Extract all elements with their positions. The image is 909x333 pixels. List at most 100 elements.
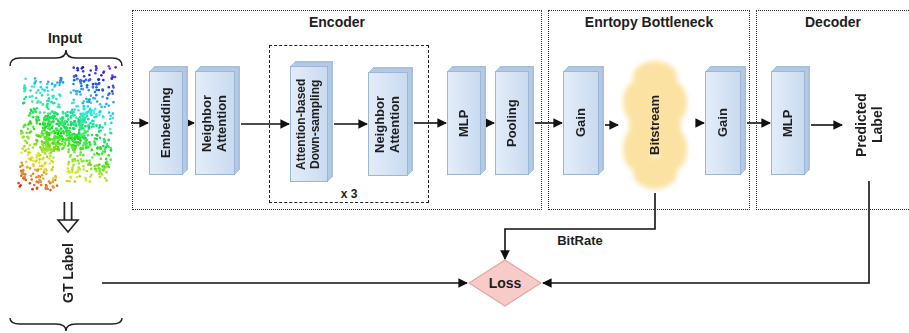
point xyxy=(22,135,25,138)
point xyxy=(82,154,85,157)
point xyxy=(52,166,55,169)
point xyxy=(35,159,38,162)
connector xyxy=(334,124,367,125)
point xyxy=(38,119,41,122)
point xyxy=(114,66,117,69)
point xyxy=(33,108,36,111)
point xyxy=(39,111,42,114)
point-cloud xyxy=(17,65,117,192)
point xyxy=(69,177,72,180)
point xyxy=(76,78,79,81)
group-title: Enrtopy Bottleneck xyxy=(549,14,749,30)
layer-block: Neighbor Attention xyxy=(195,71,235,175)
point xyxy=(92,83,95,86)
connector-line xyxy=(102,282,467,284)
point xyxy=(95,134,98,137)
point xyxy=(76,67,79,70)
point xyxy=(55,118,58,121)
point xyxy=(45,184,48,187)
point xyxy=(78,162,81,165)
point xyxy=(109,114,112,117)
connector-line xyxy=(414,122,446,124)
point xyxy=(87,105,90,108)
point xyxy=(99,157,102,160)
point xyxy=(20,161,23,164)
point xyxy=(39,146,42,149)
point xyxy=(107,146,110,149)
point xyxy=(82,70,85,73)
point xyxy=(102,145,105,148)
point xyxy=(112,101,115,104)
point xyxy=(98,78,101,81)
point xyxy=(81,133,84,136)
point xyxy=(78,168,81,171)
point xyxy=(73,79,76,82)
node-text: GT Label xyxy=(60,234,76,312)
point xyxy=(89,180,92,183)
point xyxy=(49,117,52,120)
point xyxy=(31,100,34,103)
point xyxy=(92,109,95,112)
point xyxy=(101,88,104,91)
point xyxy=(94,168,97,171)
point xyxy=(32,173,35,176)
point xyxy=(78,119,81,122)
point xyxy=(47,94,50,97)
point xyxy=(111,90,114,93)
point xyxy=(27,128,30,131)
loss-diamond: Loss xyxy=(468,259,542,307)
point xyxy=(54,179,57,182)
point xyxy=(90,125,93,128)
point xyxy=(42,103,45,106)
node-text: Bitstream xyxy=(648,70,663,180)
connector xyxy=(605,125,618,126)
point xyxy=(98,82,101,85)
point xyxy=(22,102,25,105)
point xyxy=(48,97,51,100)
point xyxy=(101,95,104,98)
point xyxy=(37,175,40,178)
point xyxy=(56,129,59,132)
connector xyxy=(747,123,770,124)
point xyxy=(44,115,47,118)
point xyxy=(102,79,105,82)
point xyxy=(52,180,55,183)
point xyxy=(41,140,44,143)
point xyxy=(72,98,75,101)
point xyxy=(64,121,67,124)
point xyxy=(76,176,79,179)
point xyxy=(114,76,117,79)
point xyxy=(28,144,31,147)
label-node: GT Label xyxy=(40,232,96,314)
point xyxy=(99,168,102,171)
point xyxy=(109,118,112,121)
point xyxy=(95,113,98,116)
point xyxy=(80,158,83,161)
point xyxy=(81,126,84,129)
point xyxy=(23,145,26,148)
point xyxy=(43,89,46,92)
point xyxy=(19,185,22,188)
point xyxy=(74,180,77,183)
point xyxy=(95,89,98,92)
point xyxy=(88,100,91,103)
point xyxy=(32,163,35,166)
point xyxy=(72,160,75,163)
point xyxy=(36,187,39,190)
point xyxy=(99,175,102,178)
point xyxy=(61,121,64,124)
point xyxy=(105,103,108,106)
point xyxy=(109,158,112,161)
point xyxy=(33,82,36,85)
point xyxy=(82,147,85,150)
point xyxy=(73,108,76,111)
point xyxy=(22,147,25,150)
point xyxy=(90,94,93,97)
point xyxy=(41,134,44,137)
brace xyxy=(10,50,122,66)
point xyxy=(103,166,106,169)
point xyxy=(92,122,95,125)
point xyxy=(46,141,49,144)
point xyxy=(52,186,55,189)
point xyxy=(109,67,112,70)
